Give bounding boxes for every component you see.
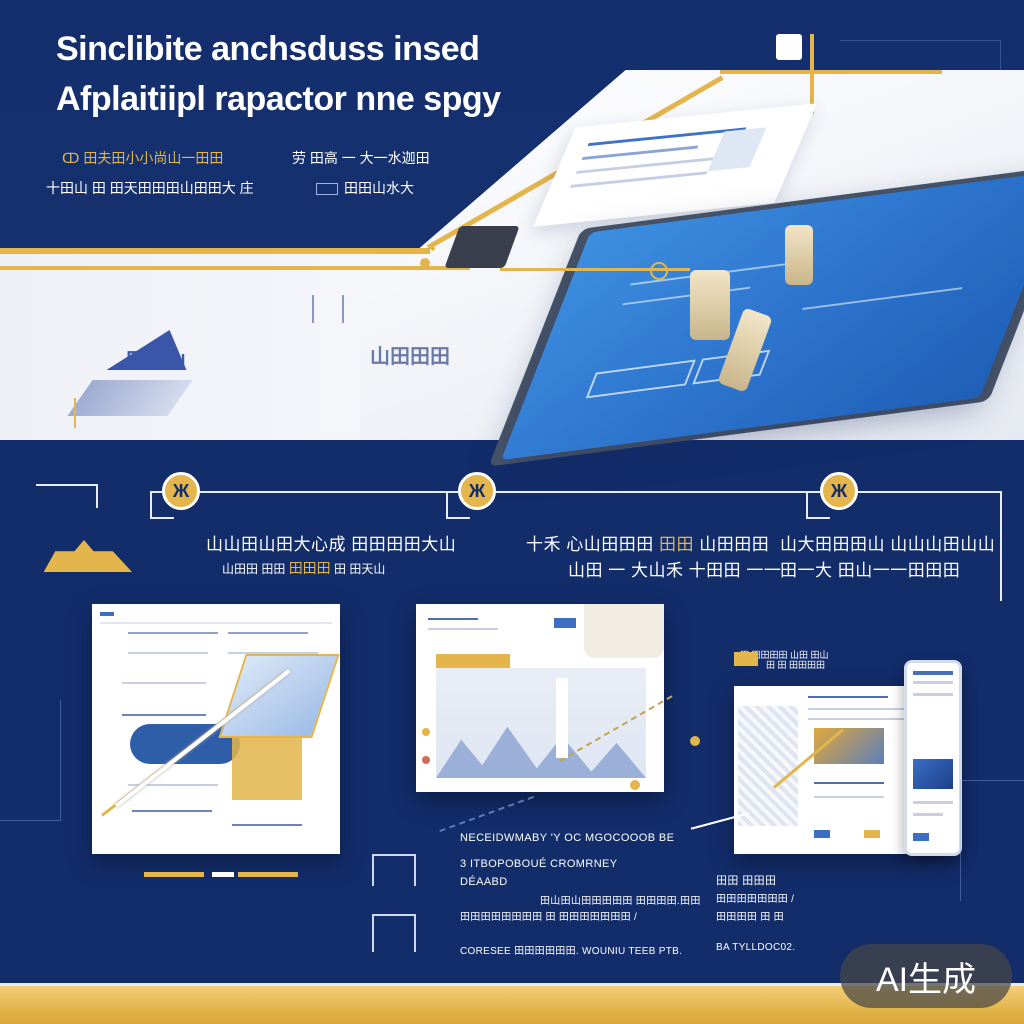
gold-dash xyxy=(238,872,298,877)
step-2-title-gold: 田田 xyxy=(658,535,694,554)
path-node xyxy=(630,780,640,790)
house-icon xyxy=(43,540,132,572)
gold-dash xyxy=(144,872,204,877)
hero-subtitle-line2: 十田山 田 田天田田田山田田大 庄 xyxy=(46,180,254,196)
plug-icon xyxy=(776,34,802,60)
step-2-title-left: 十禾 心山田田田 xyxy=(526,535,654,554)
hero-mark-mid: 山田田田 xyxy=(370,346,450,368)
circuit-decoration xyxy=(0,700,61,821)
bracket-decoration xyxy=(36,484,98,508)
connector-node xyxy=(650,262,668,280)
caption-right-4: BA TYLLDOC02. xyxy=(716,942,796,953)
glyph-decoration xyxy=(372,914,416,952)
step-1-subtitle-right: 田 田天山 xyxy=(334,562,386,576)
circuit-decoration xyxy=(960,780,1024,901)
timeline-line xyxy=(150,517,174,519)
ai-generated-badge: AI生成 xyxy=(840,944,1012,1008)
robot-arm-figure xyxy=(785,225,813,285)
caption-mid-3: DÉAABD xyxy=(460,876,508,888)
phone-mockup xyxy=(904,660,962,856)
hero-subtitle-gold: ↀ 田夫田小小尚山一田田 xyxy=(62,150,224,166)
hero-subtitle-right: 劳 田高 一 大一水迦田 xyxy=(292,150,430,166)
step-1-subtitle: 山田田 田田 田田田 田 田天山 xyxy=(222,558,385,578)
step-2-icon: Ж xyxy=(458,472,496,510)
step-1-title: 山山田山田大心成 田田田田大山 xyxy=(206,535,457,554)
caption-right-2: 田田田田田田田 / xyxy=(716,894,795,905)
gold-top-line xyxy=(720,70,942,74)
card-3-label: 田 田 田田田田 xyxy=(766,660,826,670)
hero-glyph xyxy=(312,295,344,323)
timeline-line xyxy=(150,491,1000,493)
screen-icon xyxy=(316,183,338,196)
timeline-line xyxy=(806,491,808,519)
caption-right-3: 田田田田 田 田 xyxy=(716,912,784,923)
caption-mid-5: 田田田田田田田田 田 田田田田田田田 / xyxy=(460,912,638,923)
path-node xyxy=(690,736,700,746)
timeline-line xyxy=(446,517,470,519)
white-dash xyxy=(212,872,234,877)
timeline-line xyxy=(1000,491,1002,601)
step-1-icon: Ж xyxy=(162,472,200,510)
timeline-line xyxy=(150,491,152,519)
step-2-subtitle: 山田 一 大山禾 十田田 一一 xyxy=(568,561,782,580)
step-1-subtitle-left: 山田田 田田 xyxy=(222,562,286,576)
caption-mid-6: CORESEE 田田田田田田. WOUNIU TEEB PTB. xyxy=(460,946,683,957)
hero-subtitle-line2-right-text: 田田山水大 xyxy=(344,180,414,196)
hero-mark-left: 田田山 xyxy=(126,350,186,372)
step-3-icon: Ж xyxy=(820,472,858,510)
circuit-path xyxy=(439,795,535,834)
screen-card-2 xyxy=(416,604,664,792)
timeline-line xyxy=(806,517,830,519)
step-3-subtitle: 田一大 田山一一田田田 xyxy=(780,561,961,580)
screen-card-1 xyxy=(92,604,340,854)
connector-node xyxy=(420,258,430,268)
timeline-line xyxy=(446,491,448,519)
gold-connector xyxy=(500,268,690,271)
step-2-title-right: 山田田田 xyxy=(699,535,770,554)
caption-mid-2: 3 ITBOPOBOUÉ CROMRNEY xyxy=(460,858,618,870)
caption-mid-4: 田山田山田田田田田 田田田田.田田 xyxy=(540,896,701,907)
caption-right-1: 田田 田田田 xyxy=(716,875,777,887)
hero-title-line2: Afplaitiipl rapactor nne spgy xyxy=(56,80,501,118)
gold-divider-line xyxy=(0,266,470,270)
gold-tick xyxy=(74,398,76,428)
step-1-subtitle-gold: 田田田 xyxy=(288,560,331,576)
caption-mid-1: NECEIDWMABY 'Y OC MGOCOOOB BE xyxy=(460,832,675,844)
gold-divider-line xyxy=(0,248,430,254)
footer-strip xyxy=(0,983,1024,987)
step-2-title: 十禾 心山田田田 田田 山田田田 xyxy=(526,530,769,555)
robot-arm-figure xyxy=(690,270,730,340)
card-3-label: 田 田田田田 山田 田山 xyxy=(740,650,829,660)
glyph-decoration xyxy=(372,854,416,886)
gold-vertical-line xyxy=(810,34,814,114)
hero-subtitle-line2-right: 田田山水大 xyxy=(316,178,414,198)
hero-title-line1: Sinclibite anchsduss insed xyxy=(56,30,480,68)
step-3-title: 山大田田田山 山山山田山山 xyxy=(780,535,996,554)
gold-tab xyxy=(734,652,758,666)
